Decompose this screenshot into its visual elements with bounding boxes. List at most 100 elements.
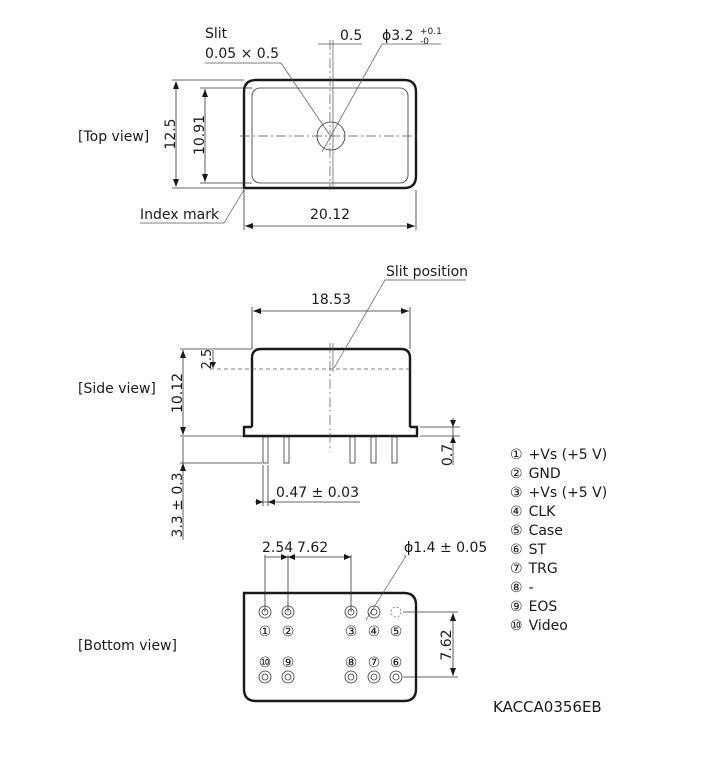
width-dim: 20.12 bbox=[310, 207, 350, 223]
drawing-code: KACCA0356EB bbox=[493, 698, 602, 716]
pins bbox=[262, 436, 398, 464]
window-tol-plus: +0.1 bbox=[420, 27, 442, 37]
side-view: [Side view] Slit position 18.53 10.12 bbox=[78, 264, 468, 540]
pin-number: ⑥ bbox=[390, 655, 403, 671]
arrow bbox=[281, 554, 288, 560]
hole-pin-10 bbox=[258, 670, 272, 684]
height-inner-dim: 10.91 bbox=[192, 115, 208, 155]
arrow bbox=[253, 308, 261, 314]
pin-list-item: ①+Vs (+5 V) bbox=[510, 447, 607, 463]
window-dia: ϕ3.2 bbox=[382, 28, 414, 44]
arrow bbox=[288, 554, 295, 560]
pin-number: ⑨ bbox=[282, 655, 295, 671]
arrow bbox=[450, 668, 456, 676]
slit-leader bbox=[205, 62, 330, 135]
pin-number: ① bbox=[259, 624, 272, 640]
pin-list-item: ⑧- bbox=[510, 580, 534, 596]
slit-width-dim: 0.5 bbox=[340, 28, 362, 44]
pin-dia-dim: 0.47 ± 0.03 bbox=[276, 485, 359, 501]
pin-length-dim: 3.3 ± 0.3 bbox=[170, 472, 186, 537]
hole-pin-3 bbox=[344, 605, 358, 619]
hole-pin-9 bbox=[281, 670, 295, 684]
arrow bbox=[173, 179, 179, 187]
index-mark-label: Index mark bbox=[140, 207, 220, 223]
hole-pin-8 bbox=[344, 670, 358, 684]
pitch2-dim: 7.62 bbox=[297, 540, 328, 556]
hole-pin-6 bbox=[389, 670, 403, 684]
height-outer-dim: 12.5 bbox=[163, 118, 179, 149]
hole-pin-4 bbox=[367, 605, 381, 619]
pin-number: ③ bbox=[345, 624, 358, 640]
pin-holes bbox=[258, 605, 403, 684]
top-view: [Top view] Slit 0.05 × 0.5 0.5 ϕ3.2 +0.1… bbox=[78, 26, 442, 230]
index-mark-leader bbox=[140, 187, 246, 224]
slit-label: Slit bbox=[205, 26, 228, 42]
pin-number: ④ bbox=[368, 624, 381, 640]
bottom-view: [Bottom view] 2.54 7.62 ϕ1.4 ± 0.05 ① bbox=[78, 540, 487, 703]
hole-dia-leader bbox=[365, 555, 407, 621]
arrow bbox=[450, 613, 456, 621]
arrow bbox=[202, 174, 208, 182]
arrow bbox=[202, 89, 208, 97]
window-tol-minus: -0 bbox=[420, 37, 429, 47]
pin-number: ⑤ bbox=[390, 624, 403, 640]
pin-number: ② bbox=[282, 624, 295, 640]
hole-pin-7 bbox=[367, 670, 381, 684]
side-view-flange bbox=[242, 425, 419, 438]
arrow bbox=[180, 463, 186, 471]
pin-list-item: ③+Vs (+5 V) bbox=[510, 485, 607, 501]
arrow bbox=[344, 554, 351, 560]
row-spacing-dim: 7.62 bbox=[439, 629, 455, 660]
top-view-label: [Top view] bbox=[78, 129, 149, 145]
arrow bbox=[210, 362, 216, 368]
pitch1-dim: 2.54 bbox=[262, 540, 293, 556]
bottom-view-label: [Bottom view] bbox=[78, 638, 177, 654]
arrow bbox=[407, 223, 415, 229]
side-view-body bbox=[250, 347, 412, 427]
top-view-window-frame bbox=[251, 87, 409, 184]
bottom-row-numbers: ⑩ ⑨ ⑧ ⑦ ⑥ bbox=[259, 655, 403, 671]
hole-pin-1 bbox=[258, 605, 272, 619]
top-row-numbers: ① ② ③ ④ ⑤ bbox=[259, 624, 403, 640]
slit-depth-dim: 2.5 bbox=[200, 349, 215, 370]
hole-pin-5 bbox=[390, 606, 402, 618]
top-view-outline bbox=[242, 78, 418, 190]
pin-number: ⑧ bbox=[345, 655, 358, 671]
arrow bbox=[268, 499, 275, 505]
window-leader bbox=[321, 43, 441, 153]
arrow bbox=[450, 436, 456, 443]
pin bbox=[262, 436, 269, 464]
slit-position-label: Slit position bbox=[386, 264, 468, 280]
hole-pin-2 bbox=[281, 605, 295, 619]
arrow bbox=[180, 350, 186, 358]
pin-number: ⑩ bbox=[259, 655, 272, 671]
arrow bbox=[245, 223, 253, 229]
arrow bbox=[180, 427, 186, 435]
bottom-view-outline bbox=[242, 591, 418, 703]
hole-dia-dim: ϕ1.4 ± 0.05 bbox=[404, 540, 487, 556]
pin bbox=[370, 436, 377, 464]
arrow bbox=[450, 420, 456, 427]
arrow bbox=[173, 81, 179, 89]
slit-size: 0.05 × 0.5 bbox=[205, 46, 279, 62]
side-width-dim: 18.53 bbox=[311, 292, 351, 308]
side-view-label: [Side view] bbox=[78, 381, 156, 397]
pin bbox=[349, 436, 356, 464]
pin bbox=[391, 436, 398, 464]
pin bbox=[283, 436, 290, 464]
pin-number: ⑦ bbox=[368, 655, 381, 671]
side-height-dim: 10.12 bbox=[170, 373, 186, 413]
arrow bbox=[256, 499, 263, 505]
flange-dim: 0.7 bbox=[440, 444, 456, 466]
arrow bbox=[401, 308, 409, 314]
